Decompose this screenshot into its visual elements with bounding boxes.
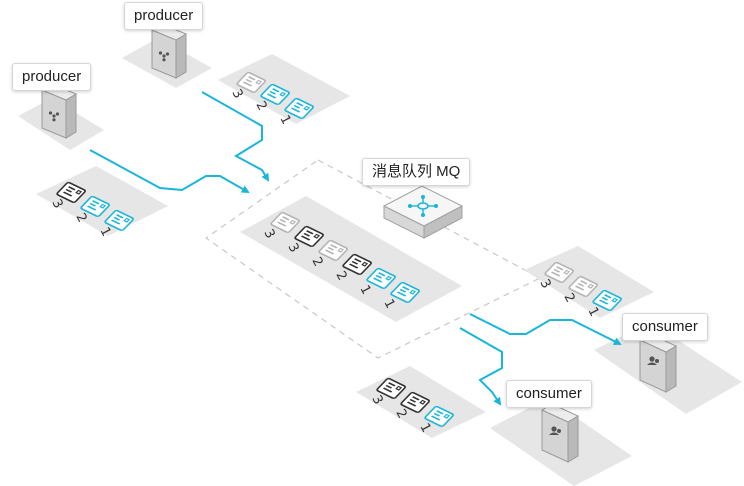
consumer-right-server — [638, 333, 678, 393]
producer-left-label: producer — [12, 63, 92, 91]
producer-top-server — [150, 23, 188, 79]
consumer-bottom-label: consumer — [506, 380, 592, 408]
server-fan-icon — [48, 111, 60, 122]
user-group-icon — [647, 356, 659, 365]
mq-device — [382, 185, 464, 239]
consumer-right-label: consumer — [622, 313, 708, 341]
producer-left-server — [40, 83, 78, 139]
mq-label: 消息队列 MQ — [362, 158, 471, 186]
flow-arrow-producer-left — [89, 149, 250, 193]
mq-region-border — [204, 159, 542, 359]
user-group-icon — [549, 426, 561, 435]
producer-top-label: producer — [124, 2, 204, 30]
server-fan-icon — [158, 51, 170, 62]
flow-arrow-consumer-bottom — [459, 327, 503, 406]
network-hub-icon — [408, 195, 438, 217]
flow-arrow-producer-top — [201, 91, 270, 182]
message-3-number: 3 — [228, 87, 245, 101]
message-1-number: 1 — [276, 113, 293, 127]
message-2-number: 2 — [252, 99, 269, 113]
flow-arrow-consumer-right — [469, 313, 622, 345]
